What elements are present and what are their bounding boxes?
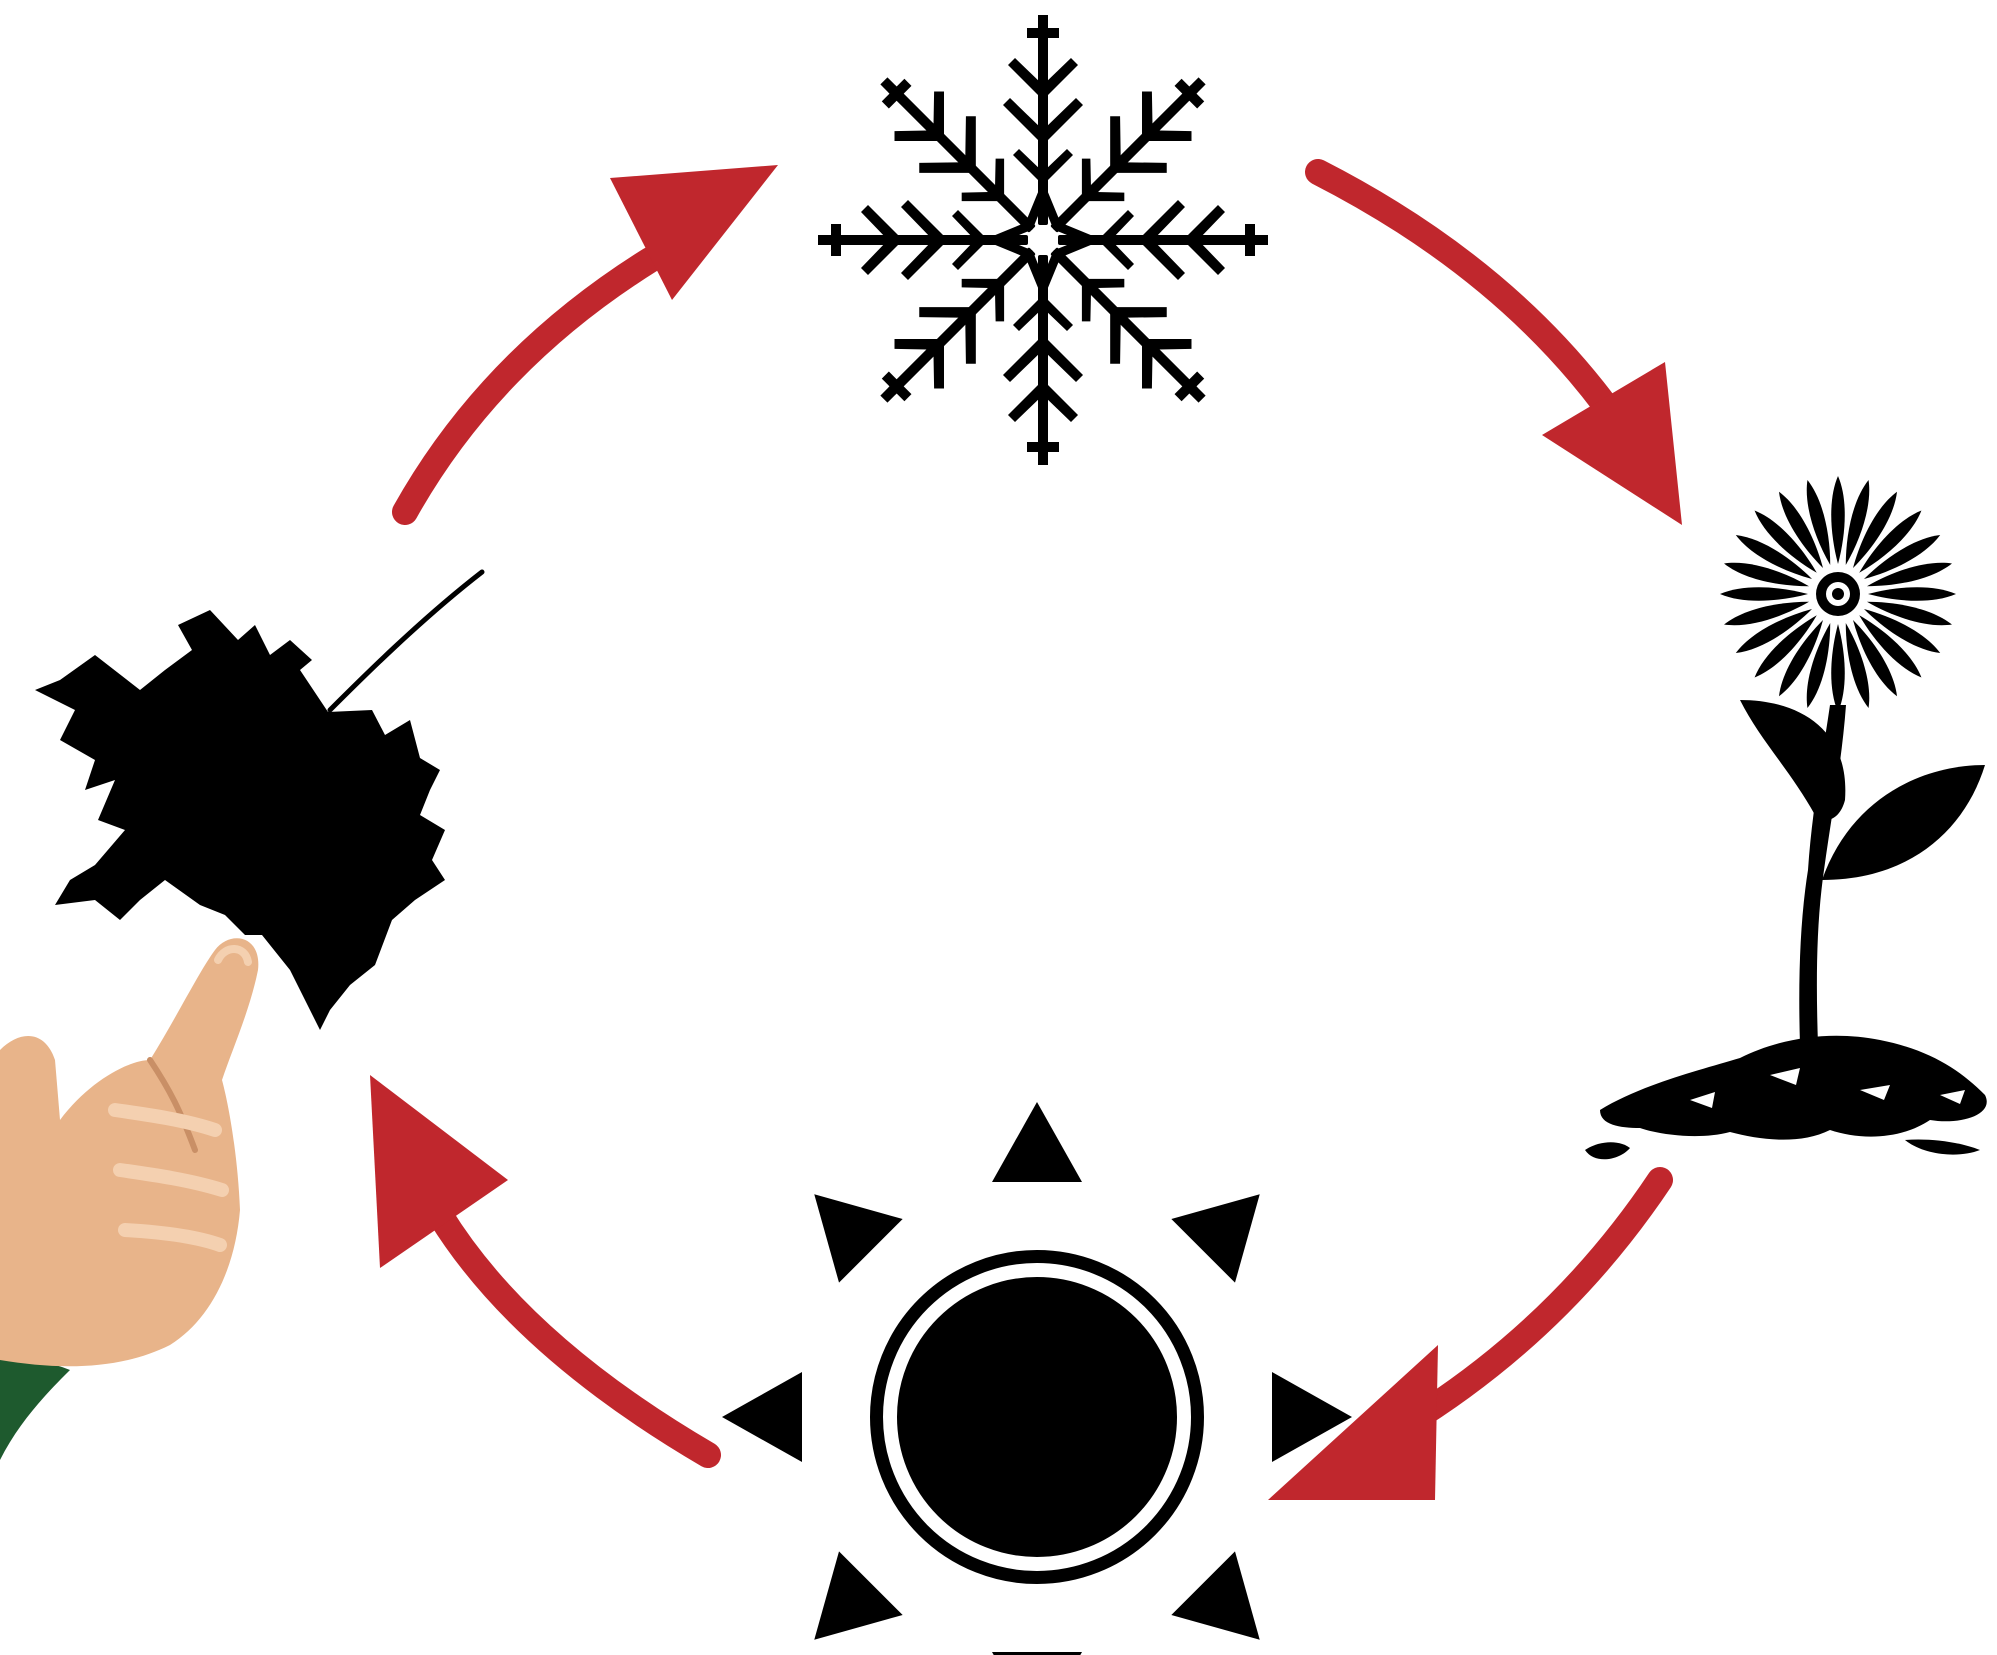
maple-leaf-icon bbox=[35, 572, 482, 1030]
arrow-spring-to-summer bbox=[1268, 1180, 1660, 1500]
flower-sprout-icon bbox=[1585, 476, 1987, 1159]
sun-icon bbox=[722, 1102, 1352, 1655]
snowflake-icon bbox=[818, 15, 1268, 465]
pointing-hand-icon bbox=[0, 938, 258, 1460]
arrow-autumn-to-winter bbox=[405, 165, 778, 512]
arrow-winter-to-spring bbox=[1318, 172, 1682, 525]
arrow-summer-to-autumn bbox=[370, 1075, 708, 1455]
